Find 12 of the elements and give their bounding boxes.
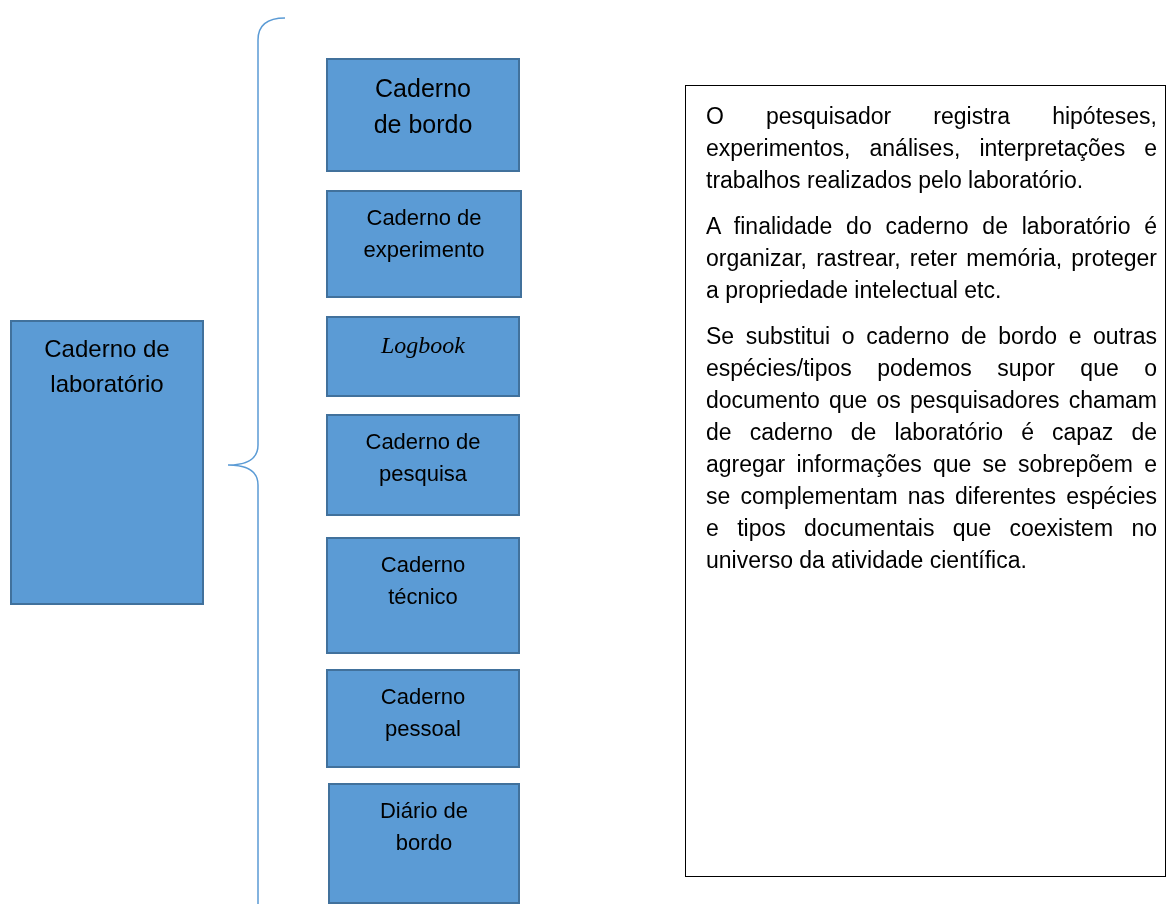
paragraph: A finalidade do caderno de laboratório é organizar, rastrear, reter memória, proteger a propriedade intelectual etc. [706, 212, 1157, 305]
category-box: Diário de bordo [328, 783, 520, 904]
text-box [685, 85, 1166, 877]
paragraph: O pesquisador registra hipóteses, experimentos, análises, interpretações e trabalhos realizados pelo laboratório. [706, 102, 1157, 195]
category-box: Caderno de experimento [326, 190, 522, 298]
paragraph: Se substitui o caderno de bordo e outras espécies/tipos podemos supor que o documento que os pesquisadores chamam de caderno de laboratório é capaz de agregar informações que se sobrepõem e se complementam nas diferentes espécies e tipos documentais que coexistem no universo da atividade científica. [706, 322, 1157, 575]
category-box: Caderno de pesquisa [326, 414, 520, 516]
category-box: Caderno de laboratório [10, 320, 204, 605]
category-box: Caderno pessoal [326, 669, 520, 768]
category-box: Caderno técnico [326, 537, 520, 654]
category-box: Logbook [326, 316, 520, 397]
category-box: Caderno de bordo [326, 58, 520, 172]
